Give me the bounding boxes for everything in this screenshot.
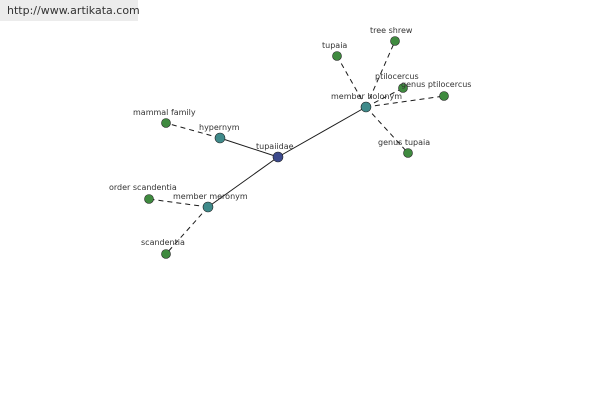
relation-node-label[interactable]: hypernym — [199, 123, 240, 132]
edge-tupaia — [336, 55, 367, 108]
edge-ptilocercus — [365, 87, 404, 108]
node-mammal-family[interactable]: mammal family — [133, 108, 196, 128]
term-node-circle[interactable] — [403, 148, 413, 158]
source-url[interactable]: http://www.artikata.com — [0, 0, 140, 21]
term-node-label[interactable]: genus tupaia — [378, 138, 430, 147]
term-node-label[interactable]: tree shrew — [370, 26, 413, 35]
term-node-label[interactable]: order scandentia — [109, 183, 177, 192]
edge-scandentia — [165, 206, 209, 255]
relation-node-circle[interactable] — [360, 101, 372, 113]
term-node-label[interactable]: genus ptilocercus — [401, 80, 471, 89]
edge-genus-ptilocercus — [365, 95, 445, 108]
node-member-holonym[interactable]: member holonym — [331, 92, 402, 113]
relation-node-label[interactable]: member meronym — [173, 192, 248, 201]
edge-member-holonym — [277, 106, 367, 158]
edge-mammal-family — [165, 122, 221, 139]
relation-node-label[interactable]: member holonym — [331, 92, 402, 101]
edge-genus-tupaia — [365, 106, 409, 154]
node-hypernym[interactable]: hypernym — [199, 123, 240, 144]
node-member-meronym[interactable]: member meronym — [173, 192, 248, 213]
center-node-label[interactable]: tupaiidae — [256, 142, 294, 151]
term-node-circle[interactable] — [161, 118, 171, 128]
edge-order-scandentia — [148, 198, 209, 208]
term-node-label[interactable]: scandentia — [141, 238, 185, 247]
term-node-circle[interactable] — [439, 91, 449, 101]
edge-hypernym — [219, 137, 279, 158]
term-node-circle[interactable] — [390, 36, 400, 46]
node-genus-tupaia[interactable]: genus tupaia — [378, 138, 430, 158]
node-tupaiidae[interactable]: tupaiidae — [256, 142, 294, 163]
relation-node-circle[interactable] — [214, 132, 226, 144]
term-node-circle[interactable] — [332, 51, 342, 61]
term-node-circle[interactable] — [144, 194, 154, 204]
node-order-scandentia[interactable]: order scandentia — [109, 183, 177, 204]
node-tupaia[interactable]: tupaia — [322, 41, 347, 61]
graph-edges — [148, 40, 445, 255]
edge-tree-shrew — [365, 40, 396, 108]
term-node-label[interactable]: mammal family — [133, 108, 196, 117]
term-node-label[interactable]: tupaia — [322, 41, 347, 50]
relation-node-circle[interactable] — [202, 201, 214, 213]
term-node-circle[interactable] — [398, 83, 408, 93]
center-node-circle[interactable] — [272, 151, 284, 163]
term-node-circle[interactable] — [161, 249, 171, 259]
node-scandentia[interactable]: scandentia — [141, 238, 185, 259]
node-ptilocercus[interactable]: ptilocercus — [375, 72, 419, 93]
node-tree-shrew[interactable]: tree shrew — [370, 26, 413, 46]
term-node-label[interactable]: ptilocercus — [375, 72, 419, 81]
edge-member-meronym — [207, 156, 279, 208]
node-genus-ptilocercus[interactable]: genus ptilocercus — [401, 80, 471, 101]
